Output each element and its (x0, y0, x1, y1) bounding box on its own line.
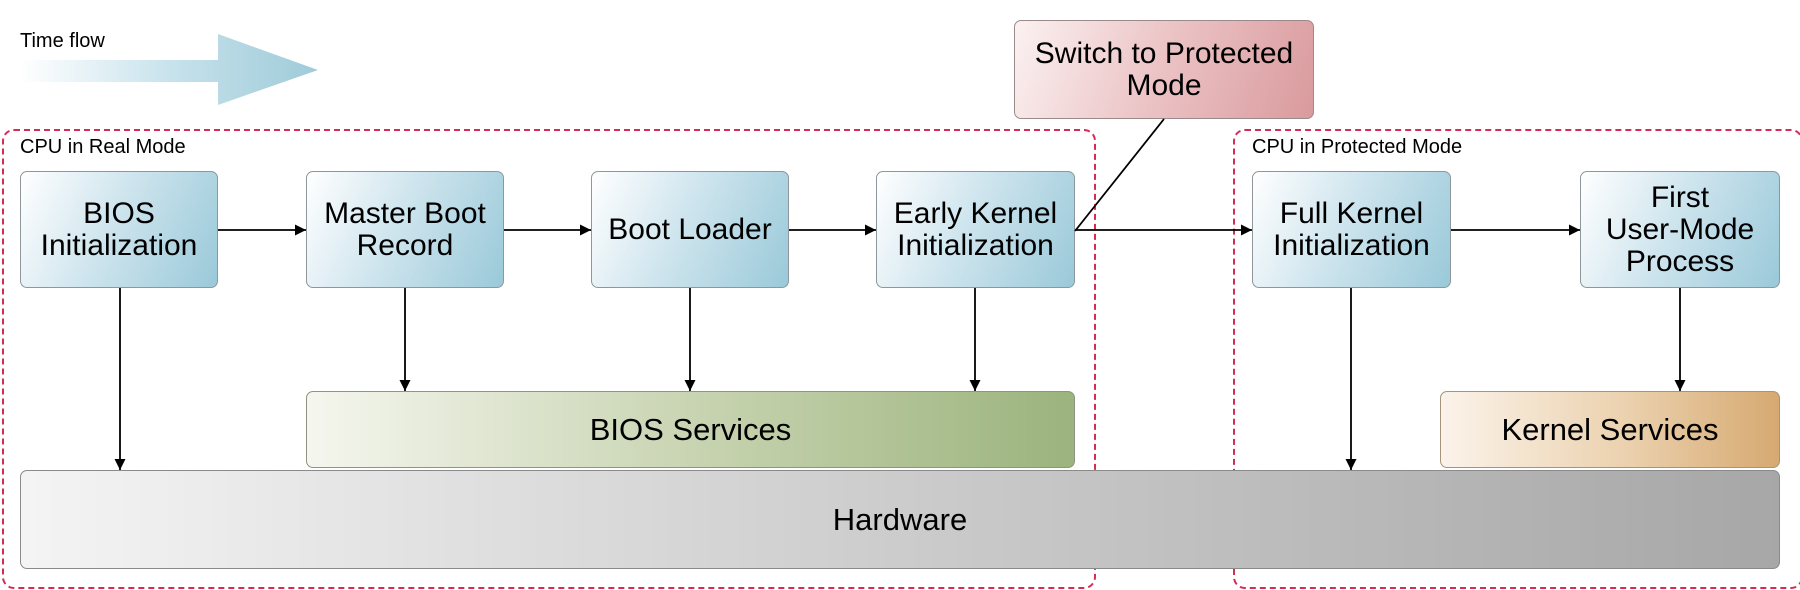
hardware-layer: Hardware (20, 470, 1780, 569)
real-mode-label: CPU in Real Mode (20, 136, 186, 158)
switch-to-protected-mode-label: Switch to Protected Mode (1034, 36, 1294, 102)
switch-callout-pointer (1074, 118, 1165, 232)
bios-initialization-node: BIOS Initialization (20, 171, 218, 288)
full-kernel-initialization-node: Full Kernel Initialization (1252, 171, 1451, 288)
bios-services-layer: BIOS Services (306, 391, 1075, 468)
early-kernel-initialization-label: Early Kernel Initialization (893, 196, 1058, 262)
hardware-label: Hardware (832, 501, 968, 537)
kernel-services-layer: Kernel Services (1440, 391, 1780, 468)
kernel-services-label: Kernel Services (1501, 411, 1719, 447)
boot-loader-label: Boot Loader (608, 212, 772, 246)
first-user-mode-process-node: First User-Mode Process (1580, 171, 1780, 288)
bios-services-label: BIOS Services (589, 411, 792, 447)
protected-mode-label: CPU in Protected Mode (1252, 136, 1463, 158)
real-mode-region (2, 129, 1096, 589)
full-kernel-initialization-label: Full Kernel Initialization (1273, 196, 1430, 262)
early-kernel-initialization-node: Early Kernel Initialization (876, 171, 1075, 288)
master-boot-record-node: Master Boot Record (306, 171, 504, 288)
first-user-mode-process-label: First User-Mode Process (1605, 180, 1755, 278)
switch-to-protected-mode-callout: Switch to Protected Mode (1014, 20, 1314, 119)
protected-mode-region (1233, 129, 1800, 589)
time-flow-label: Time flow (20, 30, 105, 52)
bios-initialization-label: BIOS Initialization (40, 196, 198, 262)
boot-loader-node: Boot Loader (591, 171, 789, 288)
master-boot-record-label: Master Boot Record (324, 196, 486, 262)
